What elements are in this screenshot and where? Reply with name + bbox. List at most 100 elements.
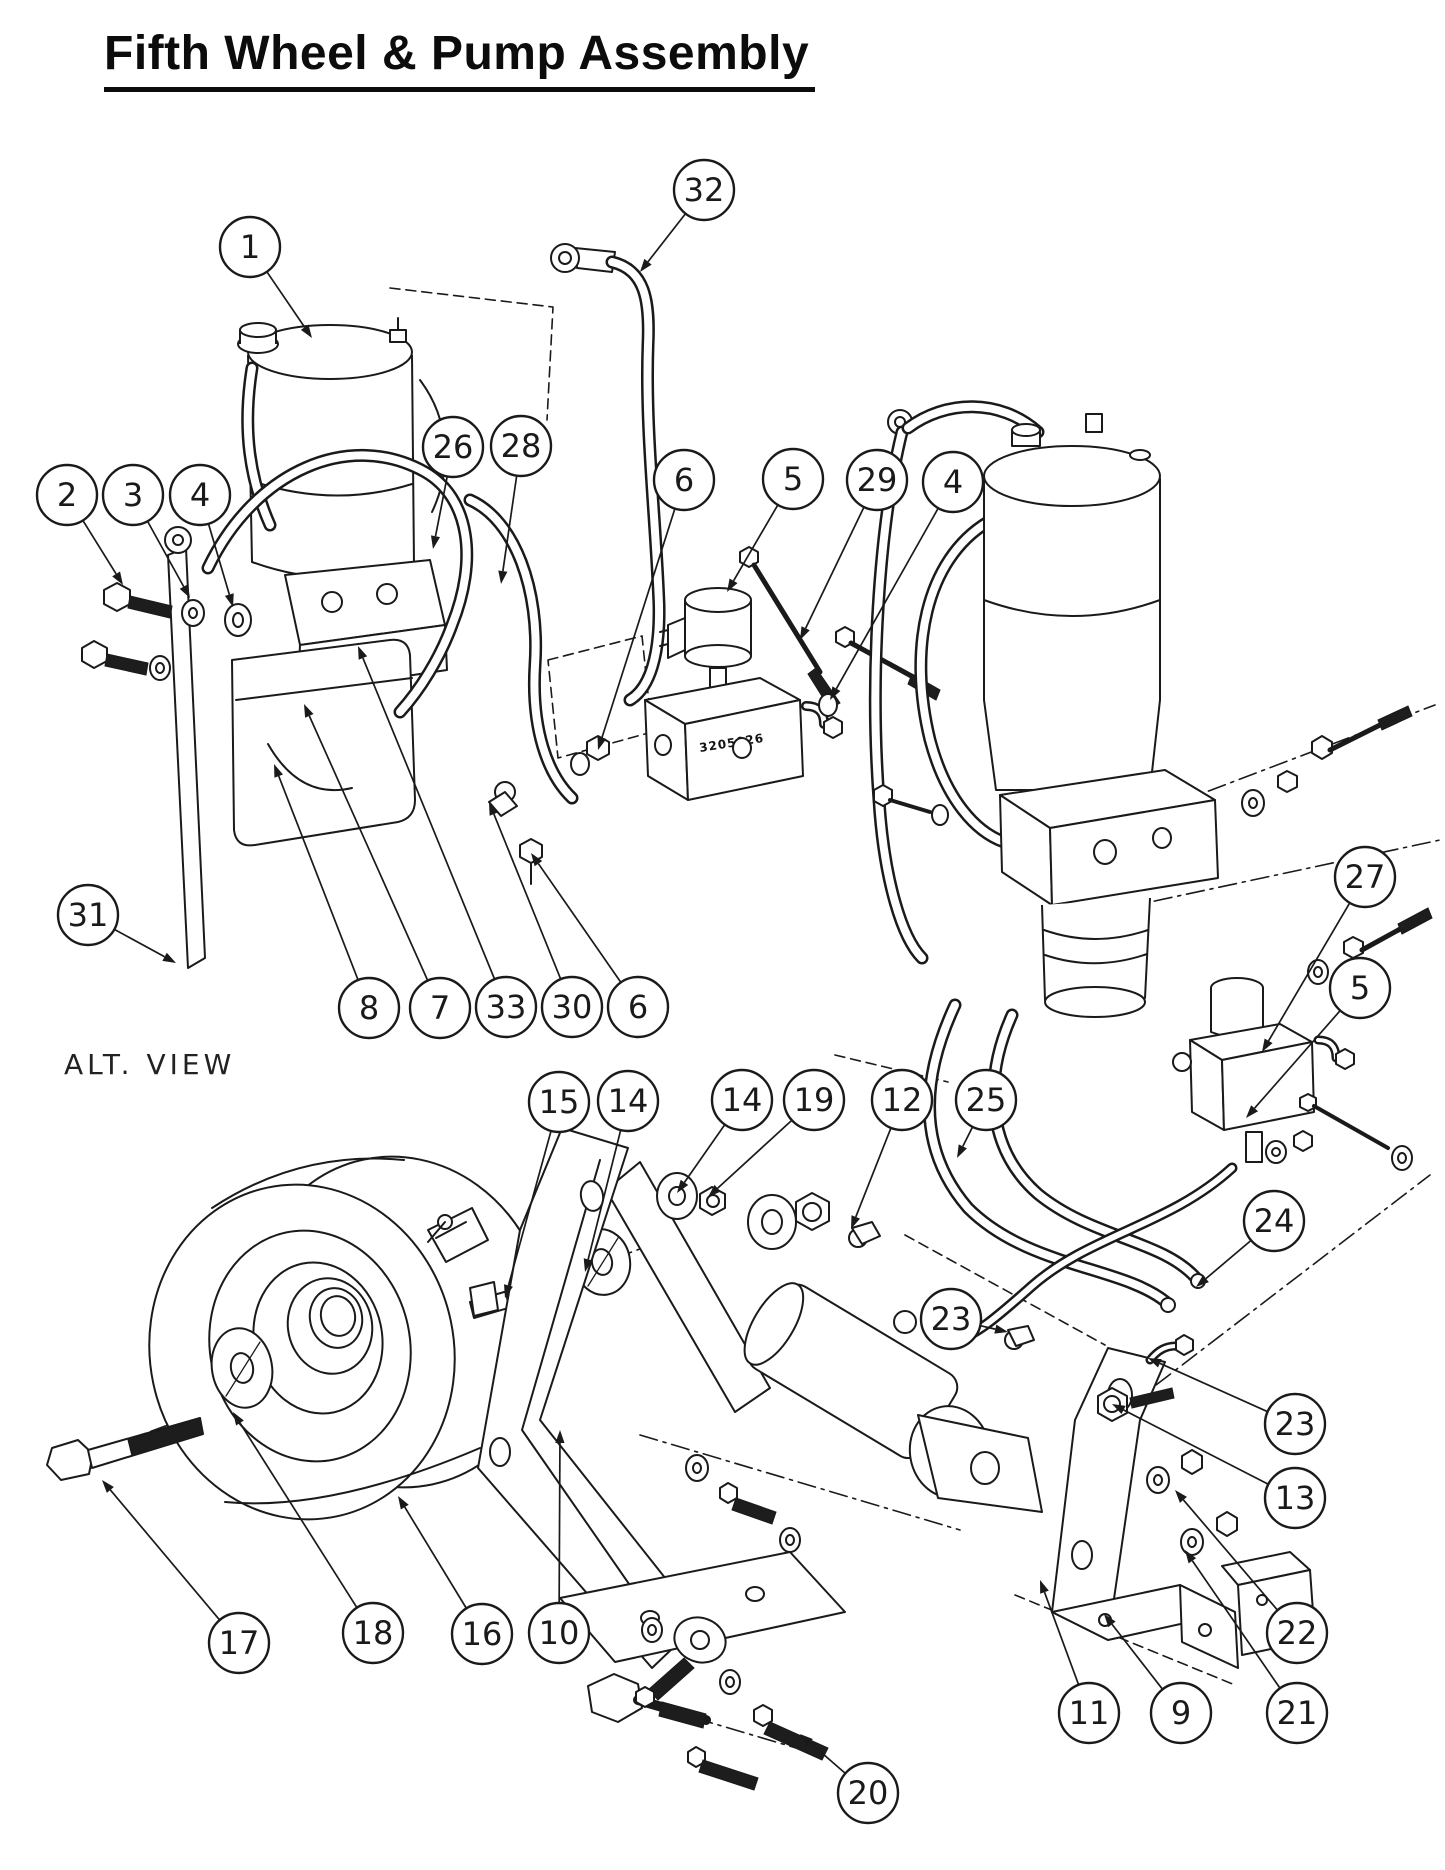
leader-line [587,1129,622,1260]
leader-arrowhead [957,1144,967,1158]
callout-4-4: 4 [168,463,234,607]
leader-line [1111,1623,1164,1690]
leader-line [1182,1499,1279,1611]
leader-arrowhead [851,1215,861,1229]
balloon-circle [1328,956,1392,1020]
leader-arrowhead [640,258,652,272]
leader-arrowhead [102,1480,114,1493]
leader-arrowhead [800,626,810,640]
leader-arrowhead [1196,1275,1209,1287]
leader-arrowhead [677,1179,689,1193]
leader-arrowhead [830,686,841,700]
balloon-number: 9 [1171,1694,1191,1732]
balloon-number: 23 [931,1300,972,1338]
callout-21-34: 21 [1185,1550,1329,1745]
balloon-circle [1265,1601,1329,1665]
balloon-circle [919,1287,983,1351]
balloon-circle [652,448,716,512]
solenoid-valve: 3205026 [644,546,941,801]
balloon-number: 18 [353,1614,394,1652]
leader-arrowhead [224,593,234,607]
leader-arrowhead [1148,1358,1162,1368]
leader-line [493,813,562,980]
leader-line [239,1422,358,1609]
balloon-circle [921,450,985,514]
leader-arrowhead [1112,1404,1126,1415]
balloon-number: 5 [783,460,803,498]
callout-30-17: 30 [489,802,604,1039]
balloon-circle [761,447,825,511]
balloon-number: 30 [552,988,593,1026]
balloon-number: 29 [857,461,898,499]
leader-arrowhead [498,570,508,584]
balloon-circle [527,1601,591,1665]
balloon-number: 3 [123,476,143,514]
balloon-circle [489,414,553,478]
leader-line [1123,1409,1269,1486]
callout-23-26: 23 [919,1287,1008,1351]
leader-line [362,657,496,980]
callout-29-9: 29 [800,448,909,640]
leader-line [683,1124,726,1183]
balloon-circle [168,463,232,527]
page-title: Fifth Wheel & Pump Assembly [104,27,816,92]
balloon-number: 33 [486,988,527,1026]
balloon-circle [1057,1681,1121,1745]
callout-20-37: 20 [800,1734,900,1825]
leader-arrowhead [708,1184,721,1197]
callout-10-32: 10 [527,1430,591,1665]
leader-arrowhead [489,802,499,816]
callout-9-36: 9 [1104,1614,1213,1745]
balloon-number: 23 [1275,1405,1316,1443]
balloon-circle [540,975,604,1039]
balloon-number: 20 [848,1774,889,1812]
balloon-number: 14 [608,1082,649,1120]
leader-line [1205,1239,1252,1280]
balloon-number: 25 [966,1081,1007,1119]
leader-arrowhead [1262,1038,1273,1052]
leader-line [1253,1009,1341,1109]
callout-31-13: 31 [56,883,176,963]
balloon-number: 21 [1277,1694,1318,1732]
leader-line [647,213,687,263]
leader-line [717,1119,793,1189]
leader-line [558,1442,561,1604]
leader-line [854,1127,892,1218]
callout-19-22: 19 [708,1068,846,1197]
callout-23-27: 23 [1148,1358,1327,1456]
callout-14-21: 14 [677,1068,774,1193]
leader-arrowhead [304,704,314,718]
leader-line [980,1324,996,1330]
balloon-number: 5 [1350,969,1370,1007]
balloon-number: 17 [219,1624,260,1662]
leader-arrowhead [994,1324,1008,1334]
balloon-circle [836,1761,900,1825]
leader-arrowhead [555,1430,565,1444]
leader-arrowhead [112,571,123,585]
balloon-number: 6 [674,461,694,499]
balloon-number: 15 [539,1083,580,1121]
leader-line [207,523,231,595]
leader-arrowhead [300,324,312,338]
leader-line [404,1506,468,1609]
leader-arrowhead [1246,1105,1259,1118]
leader-line [308,715,429,981]
leader-line [835,507,939,690]
pump-assembly [164,317,610,969]
callout-16-31: 16 [398,1496,514,1666]
callout-26-5: 26 [421,415,485,549]
leader-line [434,476,449,537]
balloon-number: 32 [684,171,725,209]
balloon-circle [1149,1681,1213,1745]
balloon-circle [101,463,165,527]
balloon-circle [207,1611,271,1675]
leader-arrowhead [233,1412,244,1426]
leader-arrowhead [1175,1490,1187,1503]
leader-line [537,863,622,983]
leader-arrowhead [358,646,368,660]
alt-view-label: ALT. VIEW [64,1048,236,1081]
balloon-number: 1 [240,228,260,266]
balloon-number: 28 [501,427,542,465]
